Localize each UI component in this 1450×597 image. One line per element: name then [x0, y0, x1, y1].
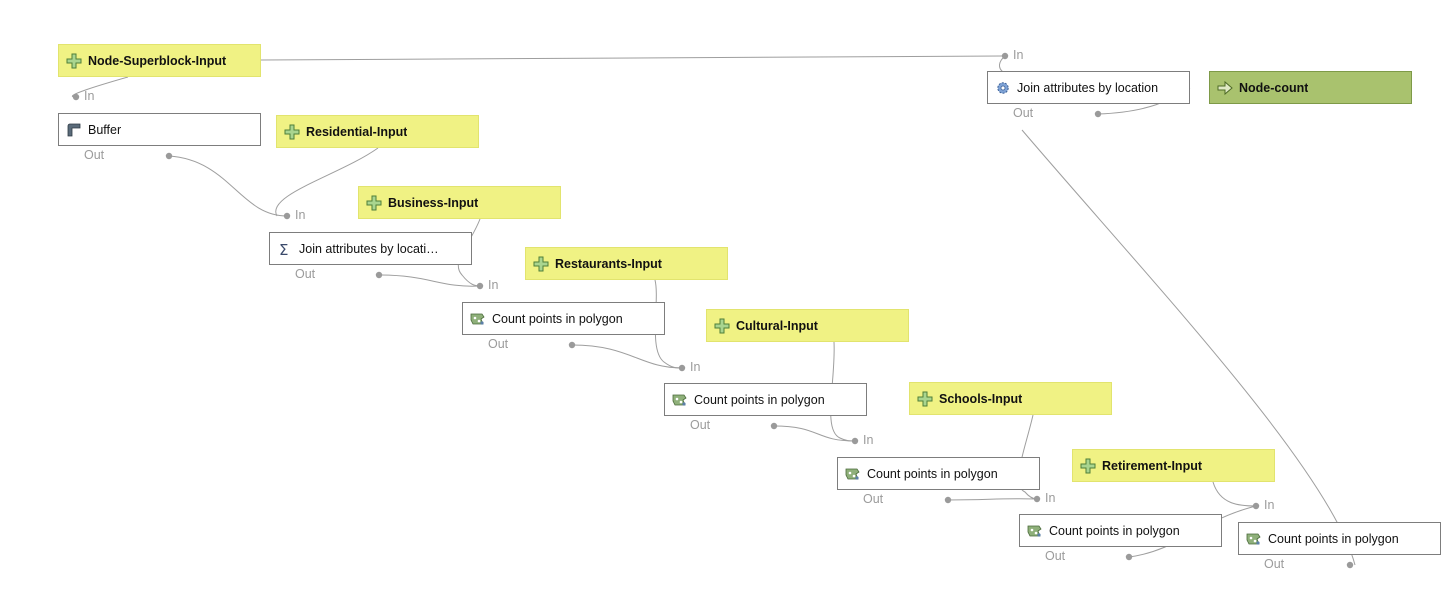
node-label: Join attributes by location — [1017, 80, 1159, 95]
node-label: Residential-Input — [306, 124, 408, 139]
algorithm-node-count3[interactable]: Count points in polygon — [837, 457, 1040, 490]
node-label: Join attributes by locati… — [299, 241, 439, 256]
out-port-dot-count1[interactable] — [568, 341, 576, 349]
out-port-dot-join-loc[interactable] — [1094, 110, 1102, 118]
connector-line — [1021, 129, 1356, 566]
plus-icon — [533, 256, 549, 272]
node-label: Count points in polygon — [867, 466, 998, 481]
in-port-dot-join-sum[interactable] — [283, 212, 291, 220]
out-port-label-count3: Out — [863, 492, 884, 506]
out-port-dot-join-sum[interactable] — [375, 271, 383, 279]
connector-line — [947, 498, 1038, 501]
out-port-label-join-sum: Out — [295, 267, 316, 281]
in-port-label-join-loc: In — [1013, 48, 1024, 62]
out-port-label-count1: Out — [488, 337, 509, 351]
node-label: Cultural-Input — [736, 318, 818, 333]
node-label: Business-Input — [388, 195, 479, 210]
connector-line — [571, 344, 683, 369]
in-port-dot-count5[interactable] — [1252, 502, 1260, 510]
out-port-dot-count5[interactable] — [1346, 561, 1354, 569]
out-port-dot-buffer[interactable] — [165, 152, 173, 160]
sigma-icon: Σ — [277, 241, 293, 257]
connector-line — [260, 55, 1003, 61]
in-port-label-count4: In — [1045, 491, 1056, 505]
in-port-label-count2: In — [690, 360, 701, 374]
count-points-icon — [672, 392, 688, 408]
out-port-label-count5: Out — [1264, 557, 1285, 571]
plus-icon — [66, 53, 82, 69]
count-points-icon — [470, 311, 486, 327]
input-node-superblock[interactable]: Node-Superblock-Input — [58, 44, 261, 77]
connector-line — [1212, 481, 1257, 507]
count-points-icon — [1027, 523, 1043, 539]
algorithm-node-count5[interactable]: Count points in polygon — [1238, 522, 1441, 555]
connector-line — [168, 155, 288, 217]
algorithm-node-count4[interactable]: Count points in polygon — [1019, 514, 1222, 547]
node-label: Count points in polygon — [694, 392, 825, 407]
output-node-node-count[interactable]: Node-count — [1209, 71, 1412, 104]
connector-line — [773, 425, 856, 442]
algorithm-node-count2[interactable]: Count points in polygon — [664, 383, 867, 416]
input-node-retirement[interactable]: Retirement-Input — [1072, 449, 1275, 482]
plus-icon — [917, 391, 933, 407]
in-port-dot-count4[interactable] — [1033, 495, 1041, 503]
node-label: Buffer — [88, 122, 122, 137]
node-label: Count points in polygon — [1049, 523, 1180, 538]
out-port-dot-count3[interactable] — [944, 496, 952, 504]
input-node-cultural[interactable]: Cultural-Input — [706, 309, 909, 342]
output-arrow-icon — [1217, 80, 1233, 96]
out-port-label-join-loc: Out — [1013, 106, 1034, 120]
node-label: Retirement-Input — [1102, 458, 1202, 473]
algorithm-node-join-sum[interactable]: Σ Join attributes by locati… — [269, 232, 472, 265]
in-port-dot-join-loc[interactable] — [1001, 52, 1009, 60]
plus-icon — [714, 318, 730, 334]
buffer-icon — [66, 122, 82, 138]
node-label: Count points in polygon — [492, 311, 623, 326]
in-port-label-join-sum: In — [295, 208, 306, 222]
node-label: Restaurants-Input — [555, 256, 662, 271]
input-node-schools[interactable]: Schools-Input — [909, 382, 1112, 415]
input-node-residential[interactable]: Residential-Input — [276, 115, 479, 148]
input-node-business[interactable]: Business-Input — [358, 186, 561, 219]
count-points-icon — [1246, 531, 1262, 547]
out-port-label-buffer: Out — [84, 148, 105, 162]
in-port-label-count5: In — [1264, 498, 1275, 512]
algorithm-node-buffer[interactable]: Buffer — [58, 113, 261, 146]
out-port-label-count2: Out — [690, 418, 711, 432]
count-points-icon — [845, 466, 861, 482]
in-port-dot-count2[interactable] — [678, 364, 686, 372]
algorithm-node-join-loc[interactable]: Join attributes by location — [987, 71, 1190, 104]
in-port-label-count3: In — [863, 433, 874, 447]
in-port-label-buffer: In — [84, 89, 95, 103]
plus-icon — [284, 124, 300, 140]
in-port-dot-count3[interactable] — [851, 437, 859, 445]
out-port-dot-count4[interactable] — [1125, 553, 1133, 561]
node-label: Node-count — [1239, 80, 1309, 95]
plus-icon — [366, 195, 382, 211]
in-port-dot-buffer[interactable] — [72, 93, 80, 101]
connector-line — [378, 274, 481, 287]
node-label: Schools-Input — [939, 391, 1023, 406]
plus-icon — [1080, 458, 1096, 474]
connector-line — [275, 147, 379, 217]
node-label: Count points in polygon — [1268, 531, 1399, 546]
in-port-label-count1: In — [488, 278, 499, 292]
svg-text:Σ: Σ — [279, 241, 288, 257]
connector-line — [72, 76, 129, 98]
node-label: Node-Superblock-Input — [88, 53, 227, 68]
out-port-dot-count2[interactable] — [770, 422, 778, 430]
gear-icon — [995, 80, 1011, 96]
in-port-dot-count1[interactable] — [476, 282, 484, 290]
algorithm-node-count1[interactable]: Count points in polygon — [462, 302, 665, 335]
input-node-restaurants[interactable]: Restaurants-Input — [525, 247, 728, 280]
out-port-label-count4: Out — [1045, 549, 1066, 563]
